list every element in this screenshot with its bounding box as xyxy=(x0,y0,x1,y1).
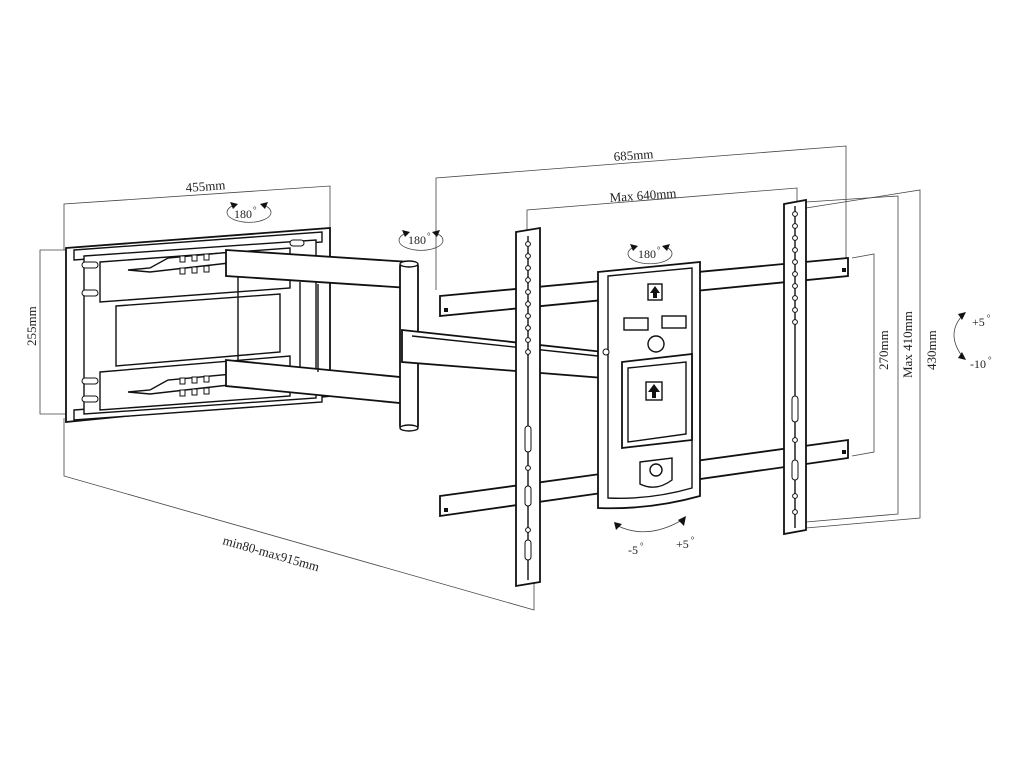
second-arm xyxy=(401,328,605,379)
height-270-label: 270mm xyxy=(876,330,891,370)
up-arrow-icon xyxy=(647,283,663,301)
rotate-arrow-icon-2 xyxy=(398,233,444,251)
wall-height-label: 255mm xyxy=(24,306,39,346)
wall-plate-holes xyxy=(179,253,210,397)
max-height-frame xyxy=(805,195,899,523)
center-plate xyxy=(597,261,701,510)
wall-height-frame xyxy=(39,249,70,415)
max-width-frame xyxy=(526,187,798,232)
extension-frame xyxy=(63,418,535,611)
rotation-arrows xyxy=(226,202,966,533)
left-vertical-bracket xyxy=(515,226,541,588)
max-width-label: Max 640mm xyxy=(609,185,677,205)
tilt-arrow-icon xyxy=(953,315,963,357)
wall-swivel-label: 180° xyxy=(234,205,257,221)
top-width-label: 685mm xyxy=(613,146,654,164)
height-430-label: 430mm xyxy=(924,330,939,370)
wall-width-label: 455mm xyxy=(185,177,226,195)
tilt-up-label: +5° xyxy=(972,313,991,329)
extension-label: min80-max915mm xyxy=(221,532,321,574)
rotate-arrow-icon-3 xyxy=(627,247,673,265)
tilt-down-label: -10° xyxy=(970,355,992,371)
first-arm xyxy=(225,249,419,432)
max-height-label: Max 410mm xyxy=(900,311,915,378)
level-arrow-icon xyxy=(617,519,683,533)
wall-width-frame xyxy=(63,185,331,250)
height-430-frame xyxy=(805,189,921,529)
level-right-label: +5° xyxy=(676,535,695,551)
tilt-up-arrow-icon xyxy=(645,381,663,401)
plate-swivel-label: 180° xyxy=(638,245,661,261)
right-vertical-bracket xyxy=(783,198,807,536)
level-left-label: -5° xyxy=(628,541,644,557)
rotate-arrow-icon xyxy=(226,205,272,223)
height-270-frame xyxy=(851,253,875,457)
arm-swivel-label: 180° xyxy=(408,231,431,247)
